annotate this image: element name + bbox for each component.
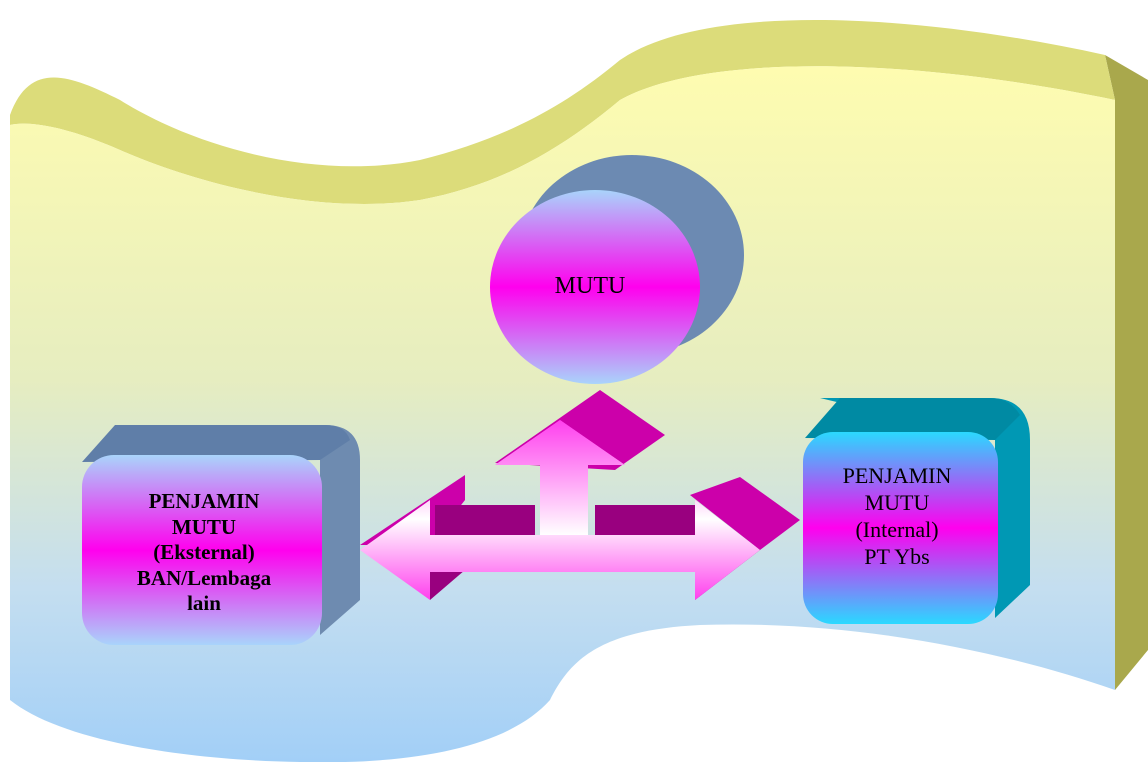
mutu-label-text: MUTU xyxy=(554,273,626,300)
internal-assurance-label: PENJAMIN MUTU (Internal) PT Ybs xyxy=(812,452,982,582)
right-box-face xyxy=(803,432,998,624)
external-line-5: lain xyxy=(187,591,221,616)
external-line-2: MUTU xyxy=(171,514,237,539)
banner-top-edge xyxy=(10,20,1115,204)
mutu-label: MUTU xyxy=(525,270,655,304)
mutu-circle-face xyxy=(490,190,700,384)
internal-line-2: MUTU xyxy=(864,490,930,516)
internal-line-1: PENJAMIN xyxy=(842,463,952,489)
internal-line-4: PT Ybs xyxy=(864,543,930,569)
right-box-top xyxy=(805,398,1020,440)
arrow-up-face xyxy=(495,420,625,535)
left-box-face xyxy=(82,455,322,645)
external-assurance-label: PENJAMIN MUTU (Eksternal) BAN/Lembaga la… xyxy=(90,478,318,628)
banner-side xyxy=(1105,55,1148,690)
external-line-4: BAN/Lembaga xyxy=(136,565,272,590)
external-line-1: PENJAMIN xyxy=(148,488,260,513)
left-box-top xyxy=(82,425,350,462)
external-line-3: (Eksternal) xyxy=(153,540,255,565)
internal-line-3: (Internal) xyxy=(855,517,939,542)
